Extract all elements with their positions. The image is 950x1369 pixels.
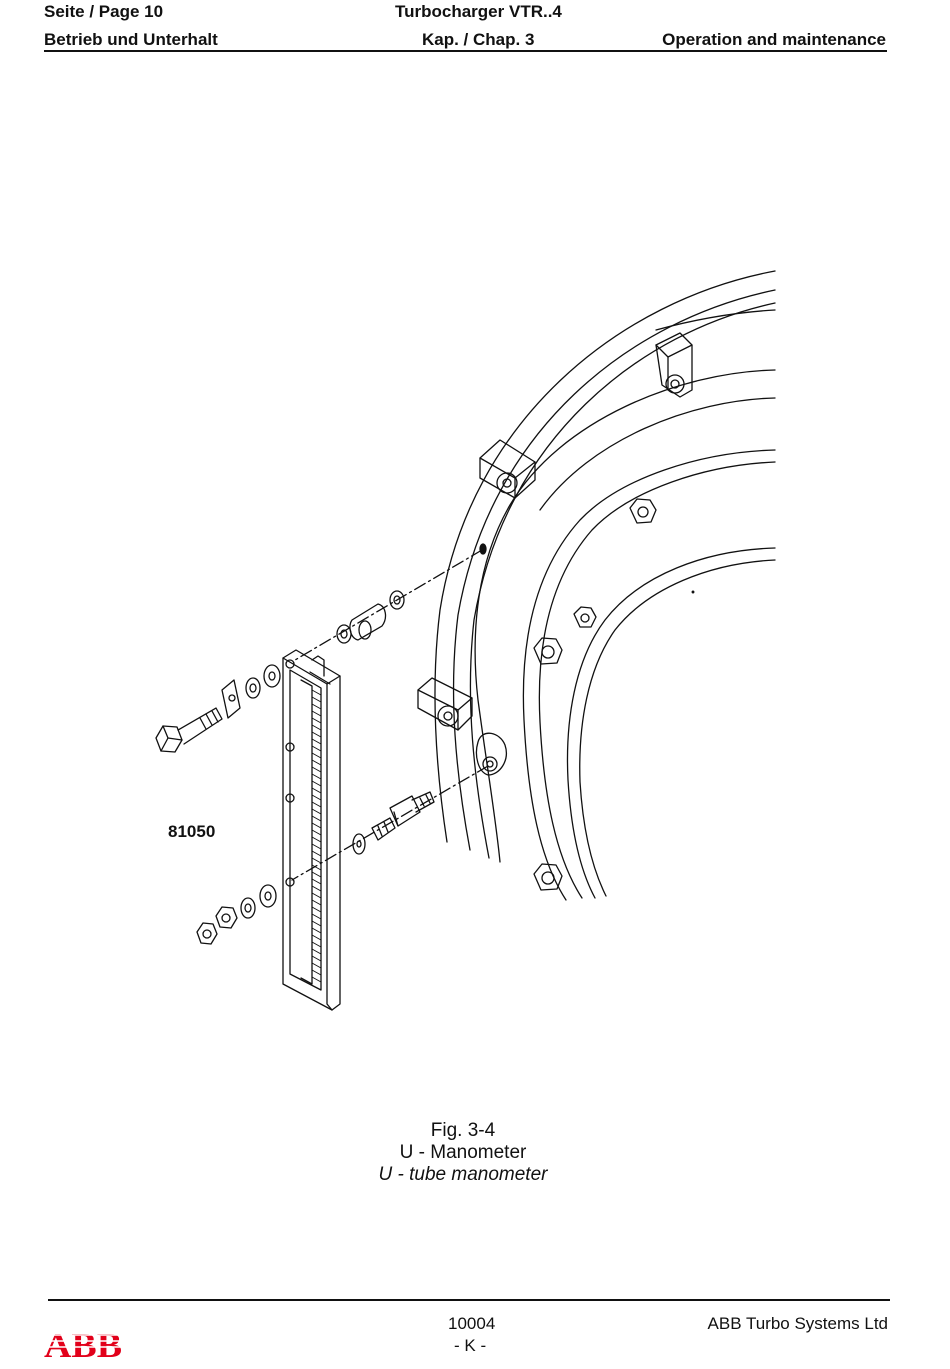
chapter-label: Kap. / Chap. 3 — [422, 30, 535, 49]
figure-number: Fig. 3-4 — [430, 1120, 496, 1141]
scale-tick — [311, 752, 322, 759]
figure-caption-en: U - tube manometer — [378, 1164, 548, 1185]
scale-tick — [311, 787, 322, 794]
scale-tick — [311, 878, 322, 885]
section-title-en: Operation and maintenance — [662, 30, 886, 49]
scale-tick — [311, 815, 322, 822]
centre-lines — [291, 549, 489, 881]
scale-tick — [311, 759, 322, 766]
manometer-frame — [282, 649, 341, 1011]
scale-tick — [311, 948, 322, 955]
abb-logo: ABB — [44, 1326, 122, 1360]
lower-nut-set — [196, 884, 277, 945]
scale-tick — [311, 801, 322, 808]
flange-inner-arcs — [522, 449, 776, 901]
scale-tick — [311, 829, 322, 836]
clamp-block-upper — [655, 332, 693, 398]
casing-outer-arcs — [434, 270, 776, 863]
scale-tick — [311, 955, 322, 962]
manometer-scale — [311, 689, 322, 983]
scale-tick — [311, 920, 322, 927]
abb-logo-text: ABB — [44, 1326, 122, 1360]
scale-tick — [311, 780, 322, 787]
scale-tick — [311, 899, 322, 906]
scale-tick — [311, 913, 322, 920]
scale-tick — [311, 794, 322, 801]
scale-tick — [311, 717, 322, 724]
document-number: 10004 — [448, 1314, 496, 1333]
page-number: Seite / Page 10 — [44, 2, 164, 21]
scale-tick — [311, 969, 322, 976]
flange-nuts — [533, 498, 657, 891]
upper-fastener-set — [336, 543, 487, 644]
product-title: Turbocharger VTR..4 — [395, 2, 562, 21]
mounting-lug — [475, 732, 507, 776]
hex-bolt-upper — [155, 707, 223, 753]
scale-tick — [311, 934, 322, 941]
scale-tick — [311, 927, 322, 934]
stud-bolt-lower — [352, 791, 435, 855]
scale-tick — [311, 808, 322, 815]
scale-tick — [311, 724, 322, 731]
scale-tick — [311, 836, 322, 843]
square-washer — [221, 679, 241, 719]
scale-tick — [311, 766, 322, 773]
scale-tick — [311, 850, 322, 857]
scale-tick — [311, 864, 322, 871]
footer-rule — [48, 1299, 890, 1301]
company-name: ABB Turbo Systems Ltd — [707, 1314, 888, 1333]
scale-tick — [311, 871, 322, 878]
scale-tick — [311, 892, 322, 899]
scale-tick — [311, 696, 322, 703]
scale-tick — [311, 703, 322, 710]
revision-label: - K - — [454, 1336, 487, 1355]
drawing-reference-number: 81050 — [168, 822, 216, 841]
scale-tick — [311, 710, 322, 717]
scale-tick — [311, 941, 322, 948]
scale-tick — [311, 906, 322, 913]
scale-tick — [311, 843, 322, 850]
scale-tick — [311, 745, 322, 752]
scale-tick — [311, 822, 322, 829]
header-rule — [44, 50, 887, 52]
clamp-block-mid — [479, 439, 536, 499]
scale-tick — [311, 689, 322, 696]
scale-tick — [311, 976, 322, 983]
scale-tick — [311, 885, 322, 892]
section-title-de: Betrieb und Unterhalt — [44, 30, 218, 49]
scale-tick — [311, 962, 322, 969]
scale-tick — [311, 773, 322, 780]
figure-caption-de: U - Manometer — [399, 1142, 527, 1163]
clamp-block-lower — [417, 677, 473, 731]
scale-tick — [311, 738, 322, 745]
scale-tick — [311, 731, 322, 738]
scale-tick — [311, 857, 322, 864]
